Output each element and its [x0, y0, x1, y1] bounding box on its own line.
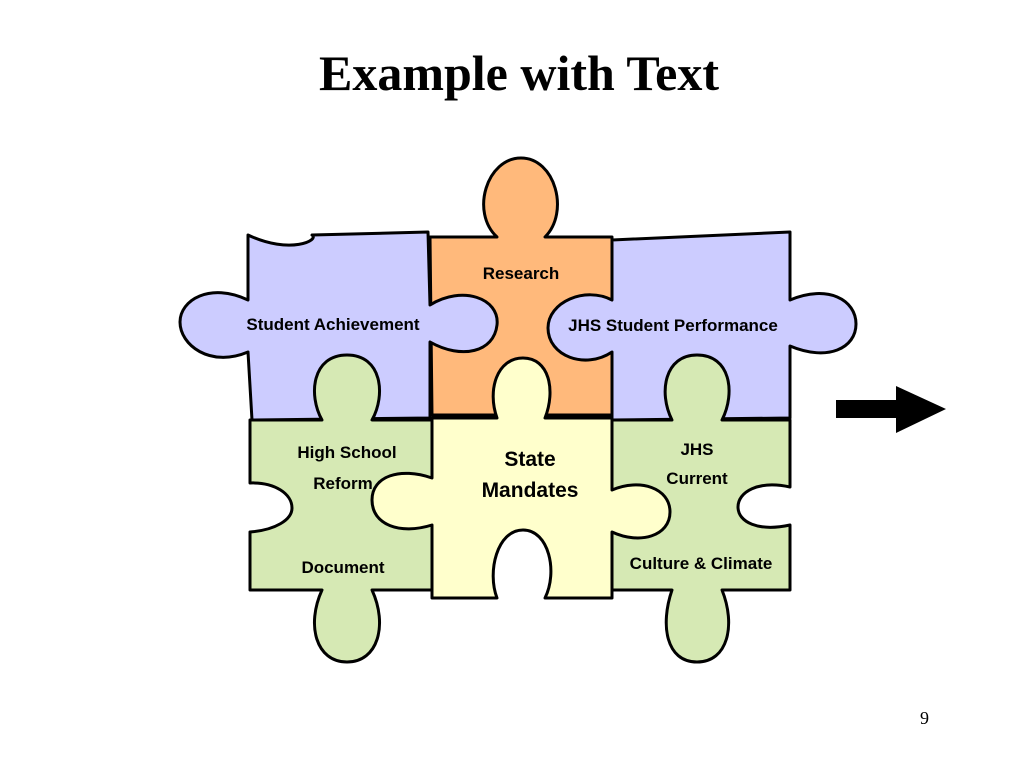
student-achievement-piece [178, 230, 499, 422]
high-school-label: High School [297, 443, 396, 462]
reform-label: Reform [313, 474, 373, 493]
state-mandates-piece [370, 356, 672, 600]
jhs-label: JHS [680, 440, 713, 459]
high-school-reform-piece [248, 353, 434, 664]
student-achievement-label: Student Achievement [246, 315, 420, 334]
state-label: State [504, 448, 555, 471]
culture-climate-label: Culture & Climate [630, 554, 773, 573]
document-label: Document [301, 558, 384, 577]
jhs-current-piece [608, 353, 792, 664]
right-arrow-icon [836, 386, 946, 433]
jhs-student-performance-label: JHS Student Performance [568, 316, 778, 335]
slide-title: Example with Text [318, 45, 720, 101]
page-number: 9 [920, 708, 929, 728]
current-label: Current [666, 469, 728, 488]
research-label: Research [483, 264, 560, 283]
mandates-label: Mandates [482, 479, 579, 502]
